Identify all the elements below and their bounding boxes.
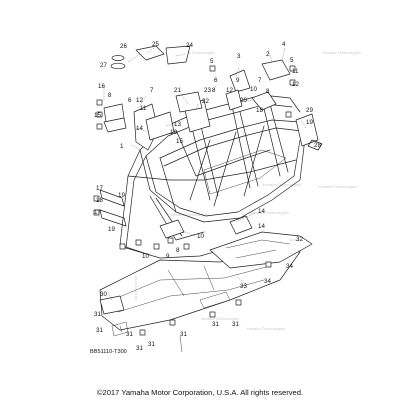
callout-18: 18 bbox=[96, 197, 103, 204]
bolt bbox=[119, 243, 126, 250]
callout-14-left: 14 bbox=[136, 125, 143, 132]
callout-24: 24 bbox=[186, 42, 193, 49]
bolt bbox=[235, 299, 242, 306]
callout-4: 4 bbox=[282, 41, 286, 48]
watermark: Yamaha Technologies bbox=[176, 50, 215, 55]
callout-22: 22 bbox=[202, 98, 209, 105]
callout-20: 20 bbox=[240, 97, 247, 104]
leader-lines bbox=[103, 47, 307, 301]
callout-10-top: 10 bbox=[250, 86, 257, 93]
bolt bbox=[96, 123, 103, 130]
callout-19-low: 19 bbox=[108, 226, 115, 233]
callout-26: 26 bbox=[120, 43, 127, 50]
callout-5: 5 bbox=[210, 58, 214, 65]
bolt bbox=[167, 237, 174, 244]
callout-15-mid: 15 bbox=[176, 138, 183, 145]
bolt bbox=[96, 111, 103, 118]
watermark: Yamaha Technologies bbox=[200, 316, 239, 321]
callout-14-low: 14 bbox=[258, 223, 265, 230]
callout-7-left: 7 bbox=[150, 87, 154, 94]
callout-23: 23 bbox=[204, 87, 211, 94]
main-frame-drawing bbox=[99, 45, 323, 259]
callout-6-left: 6 bbox=[128, 97, 132, 104]
callout-31-a: 31 bbox=[96, 327, 103, 334]
fasteners-drawing bbox=[93, 65, 296, 336]
callout-17-low: 17 bbox=[94, 209, 101, 216]
drawing-code: BB51110-T300 bbox=[90, 349, 127, 355]
watermark: Yamaha Technologies bbox=[246, 326, 285, 331]
callout-25: 25 bbox=[152, 41, 159, 48]
watermark: Yamaha Technologies bbox=[322, 50, 361, 55]
callout-34: 34 bbox=[286, 263, 293, 270]
callout-32: 32 bbox=[296, 236, 303, 243]
callout-1: 1 bbox=[120, 143, 124, 150]
callout-8: 8 bbox=[212, 87, 216, 94]
callout-2: 2 bbox=[266, 51, 270, 58]
callout-31-g: 31 bbox=[136, 345, 143, 352]
bolt bbox=[93, 195, 100, 202]
callout-12-left: 12 bbox=[136, 97, 143, 104]
callout-16: 16 bbox=[98, 83, 105, 90]
watermark: Yamaha Technologies bbox=[262, 182, 301, 187]
callout-19-right: 19 bbox=[306, 119, 313, 126]
callout-8-right: 8 bbox=[266, 88, 270, 95]
watermark: Yamaha Technologies bbox=[318, 184, 357, 189]
bolt bbox=[139, 329, 146, 336]
callout-18-top: 18 bbox=[256, 107, 263, 114]
callout-5-right: 5 bbox=[290, 57, 294, 64]
callout-10: 10 bbox=[197, 233, 204, 240]
callout-6: 6 bbox=[214, 77, 218, 84]
bolt bbox=[265, 261, 272, 268]
bolt bbox=[96, 99, 103, 106]
bolt bbox=[183, 243, 190, 250]
callout-11-left: 11 bbox=[140, 105, 147, 112]
callout-16-mid: 16 bbox=[170, 129, 177, 136]
bolt bbox=[289, 65, 296, 72]
bolt bbox=[135, 239, 142, 246]
callout-31-d: 31 bbox=[180, 331, 187, 338]
callout-29: 29 bbox=[306, 107, 313, 114]
callout-31-e: 31 bbox=[232, 321, 239, 328]
watermark-group: Yamaha Technologies Yamaha Technologies … bbox=[170, 50, 361, 331]
callout-34-low: 34 bbox=[264, 278, 271, 285]
skid-plates-drawing bbox=[99, 231, 313, 353]
callout-7: 7 bbox=[258, 77, 262, 84]
copyright-notice: ©2017 Yamaha Motor Corporation, U.S.A. A… bbox=[96, 388, 304, 397]
callout-19: 19 bbox=[118, 192, 125, 199]
bolt bbox=[285, 111, 292, 118]
callout-8-left: 8 bbox=[108, 92, 112, 99]
callout-12-mid: 12 bbox=[226, 87, 233, 94]
callout-28: 28 bbox=[314, 142, 321, 149]
callout-10-low: 10 bbox=[142, 253, 149, 260]
bolt bbox=[209, 311, 216, 318]
callout-31: 31 bbox=[94, 311, 101, 318]
bolt bbox=[153, 243, 160, 250]
bolt bbox=[93, 209, 100, 216]
watermark: Yamaha Technologies bbox=[170, 212, 209, 217]
callout-31-f: 31 bbox=[212, 321, 219, 328]
callout-9-low: 9 bbox=[166, 253, 170, 260]
callout-3: 3 bbox=[237, 53, 241, 60]
callout-15: 15 bbox=[94, 112, 101, 119]
callout-14: 14 bbox=[258, 208, 265, 215]
callout-33: 33 bbox=[240, 283, 247, 290]
callout-31-b: 31 bbox=[126, 331, 133, 338]
watermark: Yamaha Technologies bbox=[250, 210, 289, 215]
callout-17: 17 bbox=[96, 185, 103, 192]
callout-27: 27 bbox=[100, 62, 107, 69]
callout-labels: 26 25 24 27 3 4 2 5 5 11 12 6 9 8 12 20 … bbox=[94, 41, 321, 352]
callout-21: 21 bbox=[174, 87, 181, 94]
callout-30: 30 bbox=[100, 291, 107, 298]
callout-8-low: 8 bbox=[176, 247, 180, 254]
callout-11: 11 bbox=[292, 68, 299, 75]
callout-9: 9 bbox=[236, 77, 240, 84]
bolt bbox=[169, 319, 176, 326]
bolt bbox=[289, 79, 296, 86]
callout-12: 12 bbox=[292, 81, 299, 88]
callout-31-c: 31 bbox=[148, 341, 155, 348]
callout-13: 13 bbox=[174, 121, 181, 128]
bolt bbox=[209, 65, 216, 72]
